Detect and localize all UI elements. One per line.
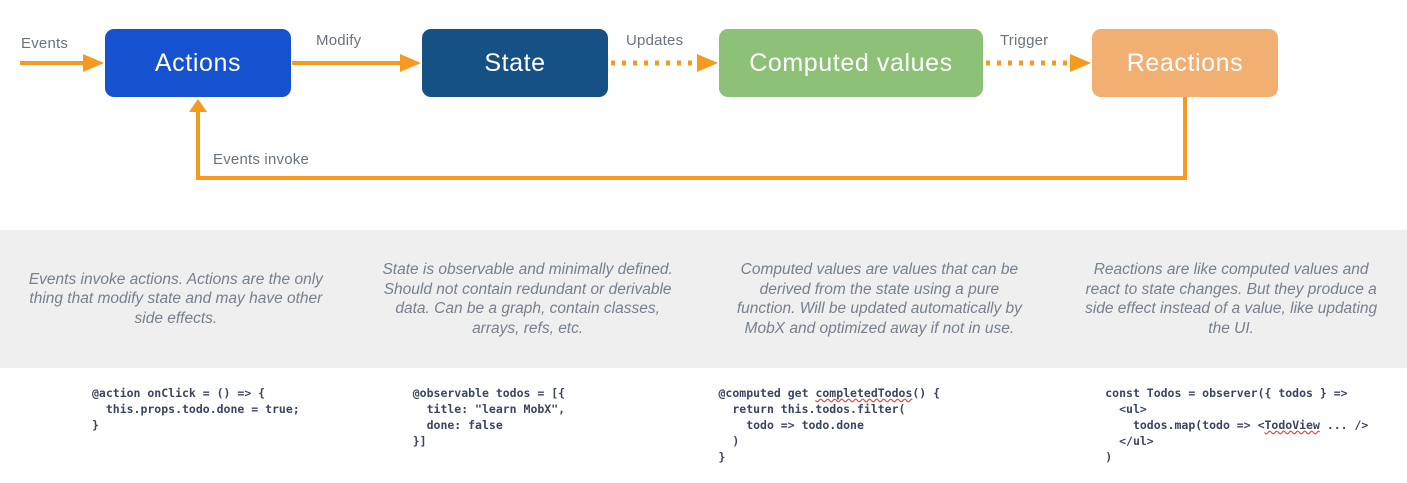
code-column-computed-values: @computed get completedTodos() { return …: [704, 380, 1056, 465]
code-snippet-computed-values: @computed get completedTodos() { return …: [719, 385, 941, 465]
code-column-actions: @action onClick = () => { this.props.tod…: [0, 380, 352, 433]
edge-label-trigger: Trigger: [1000, 32, 1049, 49]
node-state[interactable]: State: [422, 29, 608, 97]
node-computed-values-label: Computed values: [749, 48, 953, 77]
arrow-updates: [611, 54, 718, 72]
description-column-state: State is observable and minimally define…: [352, 260, 704, 338]
edge-label-updates: Updates: [626, 32, 684, 49]
node-reactions[interactable]: Reactions: [1092, 29, 1278, 97]
code-band: @action onClick = () => { this.props.tod…: [0, 380, 1407, 483]
node-computed-values[interactable]: Computed values: [719, 29, 983, 97]
code-snippet-actions: @action onClick = () => { this.props.tod…: [92, 386, 300, 432]
code-text-pre: @computed get: [718, 386, 816, 400]
description-band: Events invoke actions. Actions are the o…: [0, 230, 1407, 368]
edge-label-events-invoke: Events invoke: [213, 151, 309, 168]
description-text-computed-values: Computed values are values that can be d…: [736, 261, 1022, 337]
flow-diagram: Actions State Computed values Reactions …: [0, 0, 1407, 230]
code-snippet-state: @observable todos = [{ title: "learn Mob…: [412, 386, 566, 448]
arrow-events-invoke: [189, 97, 1187, 180]
description-column-actions: Events invoke actions. Actions are the o…: [0, 270, 352, 329]
code-misspelled-token: completedTodos: [815, 386, 913, 400]
code-misspelled-token: TodoView: [1264, 418, 1320, 432]
flow-arrows-svg: [20, 54, 1187, 180]
description-text-reactions: Reactions are like computed values and r…: [1085, 261, 1378, 337]
node-actions[interactable]: Actions: [105, 29, 291, 97]
node-reactions-label: Reactions: [1126, 48, 1244, 77]
arrow-trigger: [986, 54, 1091, 72]
node-state-label: State: [484, 48, 546, 77]
code-snippet-reactions: const Todos = observer({ todos } => <ul>…: [1105, 385, 1368, 465]
description-text-state: State is observable and minimally define…: [382, 261, 673, 337]
edge-label-modify: Modify: [316, 32, 362, 49]
arrow-events: [20, 54, 104, 72]
code-column-reactions: const Todos = observer({ todos } => <ul>…: [1055, 380, 1407, 465]
arrow-modify: [292, 54, 421, 72]
edge-label-events: Events: [21, 35, 69, 52]
description-text-actions: Events invoke actions. Actions are the o…: [28, 270, 323, 327]
code-text-pre: const Todos = observer({ todos } => <ul>…: [1105, 386, 1348, 432]
description-column-computed-values: Computed values are values that can be d…: [704, 260, 1056, 338]
description-column-reactions: Reactions are like computed values and r…: [1055, 260, 1407, 338]
code-text-post: ... /> </ul> ): [1105, 418, 1369, 464]
code-text-post: () { return this.todos.filter( todo => t…: [718, 386, 941, 464]
code-column-state: @observable todos = [{ title: "learn Mob…: [352, 380, 704, 449]
node-actions-label: Actions: [154, 48, 242, 77]
